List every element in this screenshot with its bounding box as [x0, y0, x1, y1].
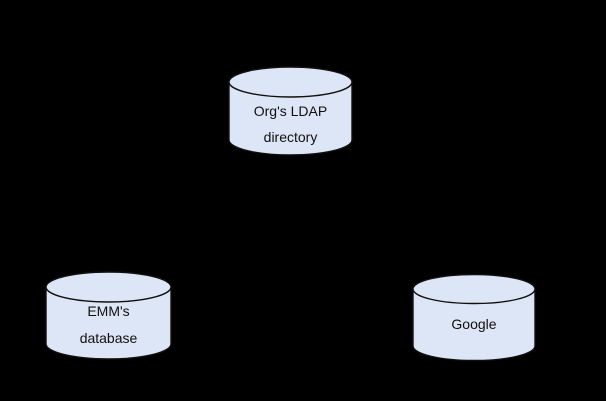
node-emm-database[interactable]: EMM's database — [45, 271, 172, 360]
database-cylinder-icon — [228, 66, 353, 156]
database-cylinder-icon — [45, 271, 172, 360]
database-cylinder-icon — [412, 274, 536, 361]
node-org-ldap-directory[interactable]: Org's LDAP directory — [228, 66, 353, 156]
node-google[interactable]: Google — [412, 274, 536, 361]
